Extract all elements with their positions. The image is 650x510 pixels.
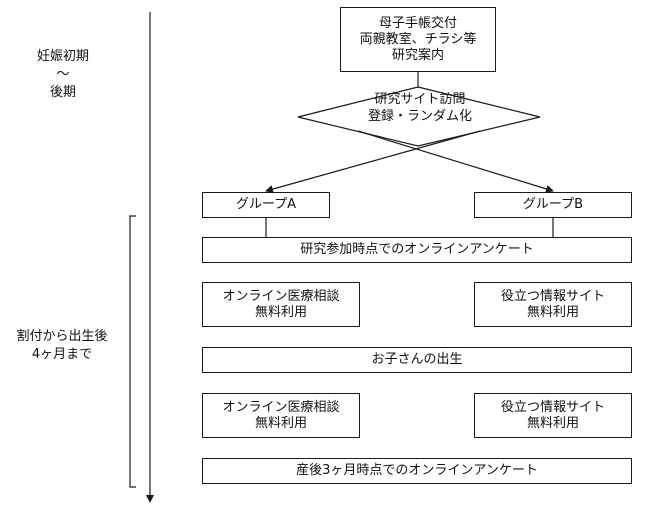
- phase-label-postpartum-line1: 割付から出生後: [16, 329, 108, 344]
- phase-label-pregnancy: 妊娠初期 〜 後期: [18, 48, 108, 102]
- start-box-line1: 母子手帳交付: [378, 15, 457, 31]
- survey-enrollment-box: 研究参加時点でのオンラインアンケート: [202, 237, 632, 263]
- birth-box: お子さんの出生: [202, 347, 632, 373]
- group-a-service-1-line2: 無料利用: [254, 304, 307, 320]
- arrow-to-group-b: [357, 130, 554, 193]
- group-a-service-box-1: オンライン医療相談 無料利用: [202, 282, 360, 327]
- group-b-service-box-2: 役立つ情報サイト 無料利用: [474, 393, 632, 438]
- phase-label-pregnancy-line2: 〜: [56, 67, 70, 82]
- start-box-line2: 両親教室、チラシ等: [359, 31, 477, 47]
- phase-label-postpartum: 割付から出生後 4ヶ月まで: [2, 328, 122, 364]
- phase-label-pregnancy-line1: 妊娠初期: [36, 49, 89, 64]
- group-a-box: グループA: [202, 192, 330, 218]
- decision-label-line2: 登録・ランダム化: [367, 109, 472, 124]
- group-a-label: グループA: [235, 197, 297, 212]
- group-a-service-box-2: オンライン医療相談 無料利用: [202, 393, 360, 438]
- survey-postpartum-box: 産後3ヶ月時点でのオンラインアンケート: [202, 458, 632, 484]
- start-box-line3: 研究案内: [391, 47, 444, 63]
- decision-label: 研究サイト訪問 登録・ランダム化: [300, 91, 540, 125]
- group-b-service-box-1: 役立つ情報サイト 無料利用: [474, 282, 632, 327]
- decision-label-line1: 研究サイト訪問: [374, 92, 466, 107]
- phase-bracket: [129, 215, 136, 488]
- arrow-to-group-a: [265, 130, 481, 193]
- phase-label-pregnancy-line3: 後期: [49, 85, 76, 100]
- survey-enrollment-label: 研究参加時点でのオンラインアンケート: [300, 242, 534, 257]
- birth-label: お子さんの出生: [371, 352, 463, 367]
- phase-label-postpartum-line2: 4ヶ月まで: [31, 347, 93, 362]
- group-b-box: グループB: [474, 192, 632, 218]
- group-b-service-1-line2: 無料利用: [526, 304, 579, 320]
- group-a-service-1-line1: オンライン医療相談: [222, 288, 340, 304]
- group-a-service-2-line2: 無料利用: [254, 415, 307, 431]
- survey-postpartum-label: 産後3ヶ月時点でのオンラインアンケート: [296, 463, 538, 478]
- group-b-service-2-line2: 無料利用: [526, 415, 579, 431]
- group-b-service-1-line1: 役立つ情報サイト: [500, 288, 605, 304]
- group-b-service-2-line1: 役立つ情報サイト: [500, 399, 605, 415]
- group-b-label: グループB: [522, 197, 584, 212]
- start-box: 母子手帳交付 両親教室、チラシ等 研究案内: [340, 7, 496, 72]
- group-a-service-2-line1: オンライン医療相談: [222, 399, 340, 415]
